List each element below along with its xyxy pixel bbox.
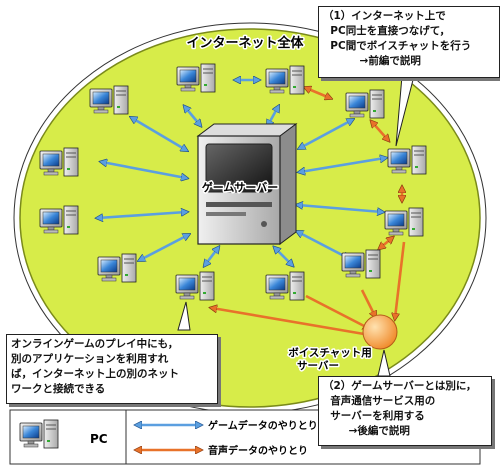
voice-server-label-line: サーバー: [297, 360, 339, 372]
callout-voice-server: （2）ゲームサーバーとは別に， 音声通信サービス用の サーバーを利用する →後編…: [318, 376, 492, 446]
game-arrow: [275, 248, 292, 265]
game-arrow: [205, 248, 218, 265]
voice-arrow: [305, 294, 368, 328]
game-arrow: [298, 232, 348, 258]
legend-pc-label: PC: [90, 432, 108, 446]
voice-data-arrows: [212, 80, 406, 336]
game-arrow: [140, 235, 188, 260]
voice-server-icon[interactable]: [362, 314, 398, 350]
callout-other-network: オンラインゲームのプレイ中にも， 別のアプリケーションを利用すれ ば，インターネ…: [6, 334, 218, 404]
legend-voice-label: 音声データのやりとり: [208, 444, 308, 457]
callout-direct-p2p: （1）インターネット上で PC同士を直接つなげて， PC間でボイスチャットを行う…: [318, 6, 500, 78]
server-icon[interactable]: [196, 123, 298, 245]
game-arrow: [268, 107, 278, 125]
voice-arrow: [306, 88, 330, 98]
voice-server-label: ボイスチャット用サーバー: [288, 346, 372, 372]
game-arrow: [102, 162, 186, 178]
voice-server-label-line: ボイスチャット用: [288, 346, 372, 359]
game-arrow: [300, 120, 352, 148]
game-arrow: [98, 212, 186, 218]
game-server-label: ゲームサーバー: [202, 180, 279, 194]
voice-arrow: [360, 289, 375, 316]
voice-arrow: [395, 241, 406, 318]
voice-arrow: [372, 122, 388, 140]
voice-arrow: [380, 238, 392, 248]
game-arrow: [300, 158, 385, 172]
game-arrow: [185, 107, 200, 125]
game-arrow: [298, 205, 382, 212]
internet-title: インターネット全体: [186, 35, 304, 51]
game-data-arrows: [98, 107, 385, 265]
voice-arrow: [212, 308, 365, 336]
callout-pointer: [177, 301, 191, 331]
legend-game-label: ゲームデータのやりとり: [208, 419, 318, 432]
game-arrow: [132, 118, 186, 150]
